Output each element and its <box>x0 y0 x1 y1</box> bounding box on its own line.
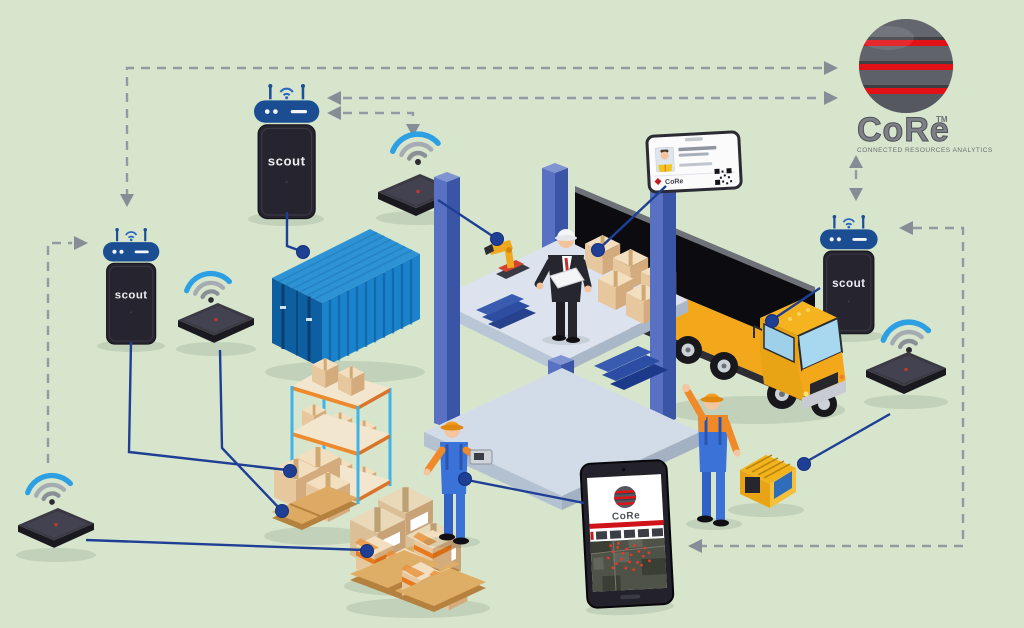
badge-qr-code <box>714 168 733 185</box>
arrowhead-into-scout-left-top <box>120 194 134 207</box>
connector-reader-to-robot <box>437 198 495 239</box>
id-badge: CoRe <box>645 130 743 194</box>
arrowhead-into-scout-right <box>899 221 913 235</box>
steel-beams-lower <box>594 346 668 390</box>
core-logo-tm: TM <box>936 115 948 124</box>
handheld-scanner <box>469 449 493 465</box>
tablet-brand-label: CoRe <box>612 510 641 522</box>
map-asset-markers <box>606 542 651 572</box>
pillar-left <box>434 172 460 428</box>
pallet-row-striped-boxes <box>346 530 490 618</box>
arrowhead-into-tablet <box>688 539 702 553</box>
arrowhead-down-into-scout-right <box>849 188 863 201</box>
core-logo-title: CoRe <box>857 111 950 149</box>
dashed-line-scout-reader <box>343 111 415 122</box>
badge-photo <box>655 146 675 173</box>
shipping-container <box>265 229 425 383</box>
worker-pointing <box>682 384 742 530</box>
core-globe-icon <box>859 19 953 113</box>
connector-scout-left-to-pallet <box>127 341 288 472</box>
badge-brand-diamond-icon <box>654 177 662 185</box>
core-tablet: CoRe <box>579 459 675 616</box>
blue-connector-lines <box>85 185 891 558</box>
supervisor-person <box>534 229 592 345</box>
connector-scout-top-to-container <box>285 212 302 253</box>
arrowhead-up-into-core <box>849 155 863 168</box>
rack-platform <box>424 158 700 510</box>
arrowhead-into-scout-left <box>74 236 88 250</box>
core-logo-tagline: CONNECTED RESOURCES ANALYTICS <box>857 147 993 154</box>
badge-text-lines <box>678 145 717 167</box>
connector-truck-to-scout-right <box>771 287 821 321</box>
robotic-scanner <box>484 240 530 279</box>
dashed-data-flow-lines <box>46 61 965 553</box>
pallet-stack-left <box>264 446 368 545</box>
generator-box <box>728 454 804 517</box>
scout-device-left <box>101 226 161 346</box>
arrowhead-into-scout-top-2 <box>327 106 341 120</box>
badge-lanyard-slot <box>684 137 703 142</box>
dashed-line-rightloop-to-tablet <box>702 226 965 548</box>
tablet-core-globe-icon <box>613 485 637 509</box>
arrowhead-into-core-1 <box>824 61 838 75</box>
connector-generator-to-reader-right <box>803 412 891 465</box>
arrowhead-into-core-2 <box>824 91 838 105</box>
tablet-map-view[interactable] <box>590 538 667 592</box>
connector-reader-bottom-to-pallet <box>85 538 365 552</box>
tablet-camera-dot <box>621 467 626 472</box>
connector-reader-left-to-pallet <box>218 349 280 509</box>
badge-brand-label: CoRe <box>665 178 684 186</box>
core-logo: CoRe TM CONNECTED RESOURCES ANALYTICS <box>857 19 993 154</box>
arrowhead-into-reader-top <box>406 124 420 137</box>
connector-badge-to-supervisor <box>599 185 667 249</box>
worker-with-scanner <box>423 421 493 548</box>
tablet-home-button[interactable] <box>620 594 641 600</box>
scout-device-top <box>252 82 321 220</box>
dashed-line-leftloop-to-core <box>125 66 822 198</box>
tablet-toolbar-buttons[interactable] <box>590 528 664 540</box>
connector-scanner-to-tablet <box>466 478 585 505</box>
arrowhead-into-scout-top-1 <box>327 91 341 105</box>
steel-beams-upper <box>476 294 536 329</box>
truck-cab <box>753 300 846 410</box>
